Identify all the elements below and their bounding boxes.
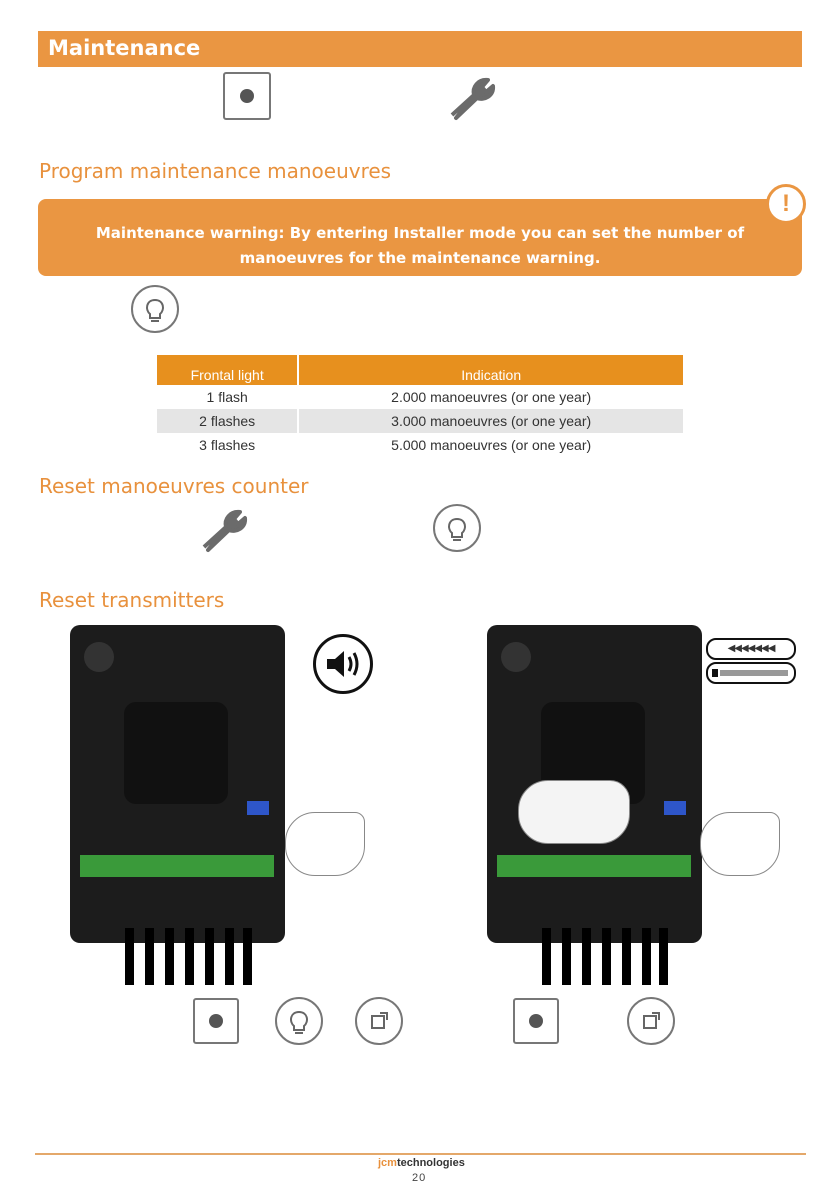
warning-text: Maintenance warning: By entering Install… — [95, 224, 745, 267]
enter-button-icon — [627, 997, 675, 1045]
table-row: 1 flash 2.000 manoeuvres (or one year) — [157, 385, 683, 409]
dip-switch — [664, 801, 686, 815]
control-unit-image-left — [70, 625, 285, 943]
speaker-icon — [313, 634, 373, 694]
hand-illustration — [518, 780, 630, 844]
light-bulb-icon — [131, 285, 179, 333]
hole — [501, 642, 531, 672]
wrench-icon — [202, 509, 248, 552]
wire-bar — [622, 928, 631, 985]
terminal-block — [80, 855, 274, 877]
finger-illustration — [285, 812, 365, 876]
record-button-icon — [193, 998, 239, 1044]
wire-bar — [145, 928, 154, 985]
finger-illustration — [700, 812, 780, 876]
table-cell: 5.000 manoeuvres (or one year) — [391, 437, 592, 453]
beep-pattern-icon: ◀◀◀◀◀◀◀ — [706, 638, 796, 660]
brand-suffix: technologies — [396, 1157, 465, 1169]
table-cell: 1 flash — [206, 389, 248, 405]
table-header-frontal-light: Frontal light — [157, 355, 298, 385]
wire-bar — [582, 928, 591, 985]
wire-bar — [659, 928, 668, 985]
table-cell: 2 flashes — [157, 409, 298, 433]
page-number: 20 — [412, 1172, 427, 1184]
warning-box: Maintenance warning: By entering Install… — [38, 199, 802, 276]
reset-transmitters-heading: Reset transmitters — [39, 588, 225, 612]
brand-logo: jcmtechnologies — [378, 1157, 465, 1169]
hole — [84, 642, 114, 672]
light-bulb-icon — [275, 997, 323, 1045]
reset-counter-heading: Reset manoeuvres counter — [39, 474, 309, 498]
section-title: Maintenance — [48, 36, 201, 60]
enter-button-icon — [355, 997, 403, 1045]
table-row: 2 flashes 3.000 manoeuvres (or one year) — [157, 409, 683, 433]
table-cell: 2.000 manoeuvres (or one year) — [391, 389, 592, 405]
table-cell: 3.000 manoeuvres (or one year) — [299, 409, 683, 433]
record-button-icon — [513, 998, 559, 1044]
table-cell: 3 flashes — [199, 437, 256, 453]
terminal-block — [497, 855, 691, 877]
wire-bar — [165, 928, 174, 985]
brand-prefix: jcm — [378, 1157, 397, 1169]
wire-bar — [542, 928, 551, 985]
wire-bar — [243, 928, 252, 985]
program-heading: Program maintenance manoeuvres — [39, 159, 392, 183]
indication-table: Frontal light Indication 1 flash 2.000 m… — [155, 355, 685, 457]
record-button-icon — [223, 72, 271, 120]
wire-bar — [642, 928, 651, 985]
dip-switch — [247, 801, 269, 815]
footer-divider — [35, 1153, 806, 1155]
wire-bar — [562, 928, 571, 985]
wire-bar — [205, 928, 214, 985]
light-bulb-icon — [433, 504, 481, 552]
long-beep-icon — [706, 662, 796, 684]
wire-bar — [225, 928, 234, 985]
table-header-indication: Indication — [299, 355, 683, 385]
device-front-panel — [124, 702, 228, 804]
warning-icon: ! — [766, 184, 806, 224]
section-header: Maintenance — [38, 31, 802, 67]
table-row: 3 flashes 5.000 manoeuvres (or one year) — [157, 433, 683, 457]
wrench-icon — [450, 77, 496, 120]
wire-bar — [602, 928, 611, 985]
wire-bar — [125, 928, 134, 985]
wire-bar — [185, 928, 194, 985]
